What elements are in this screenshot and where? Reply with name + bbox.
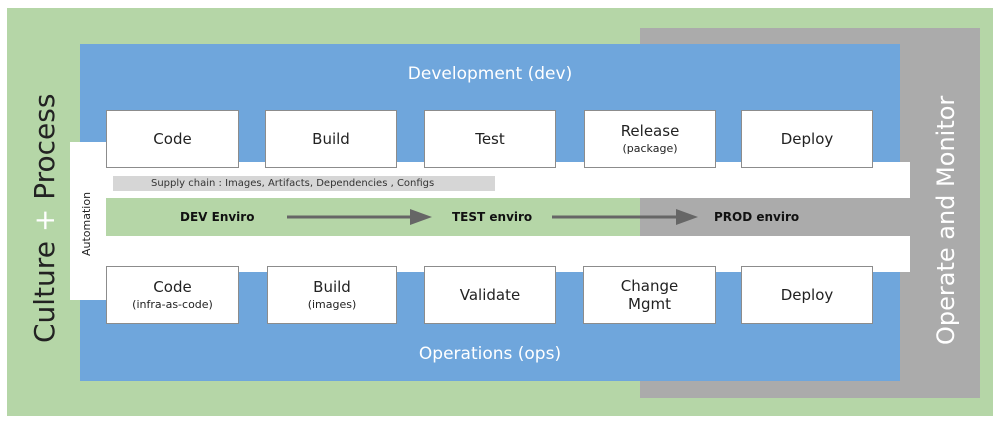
arrow-dev-to-test-head — [410, 209, 432, 225]
dev-code-box: Code — [106, 110, 239, 168]
ops-build-label: Build — [313, 278, 351, 296]
culture-process-title: Culture + Process — [28, 94, 61, 343]
dev-build-label: Build — [312, 130, 350, 148]
ops-deploy-box: Deploy — [741, 266, 873, 324]
dev-deploy-box: Deploy — [741, 110, 873, 168]
supply-chain-label: Supply chain : Images, Artifacts, Depend… — [113, 176, 495, 191]
automation-label: Automation — [80, 191, 93, 256]
ops-code-box: Code (infra-as-code) — [106, 266, 239, 324]
ops-build-box: Build (images) — [267, 266, 397, 324]
ops-change-mgmt-label: Change Mgmt — [620, 277, 679, 313]
dev-build-box: Build — [265, 110, 397, 168]
dev-title: Development (dev) — [407, 64, 573, 84]
dev-code-label: Code — [153, 130, 192, 148]
dev-release-sub: (package) — [622, 142, 678, 155]
arrow-test-to-prod-head — [676, 209, 698, 225]
env-dev-label: DEV Enviro — [180, 210, 255, 224]
ops-change-mgmt-box: Change Mgmt — [583, 266, 716, 324]
ops-code-label: Code — [153, 278, 192, 296]
ops-code-sub: (infra-as-code) — [132, 298, 213, 311]
ops-validate-label: Validate — [459, 286, 521, 304]
ops-deploy-label: Deploy — [780, 286, 834, 304]
ops-validate-box: Validate — [424, 266, 556, 324]
ops-build-sub: (images) — [307, 298, 357, 311]
env-prod-label: PROD enviro — [714, 210, 800, 224]
dev-test-box: Test — [424, 110, 556, 168]
env-test-label: TEST enviro — [452, 210, 533, 224]
operate-monitor-title: Operate and Monitor — [932, 95, 960, 345]
dev-deploy-label: Deploy — [780, 130, 834, 148]
dev-test-label: Test — [475, 130, 505, 148]
dev-release-box: Release (package) — [584, 110, 716, 168]
plus-sign: + — [28, 208, 61, 233]
culture-label: Culture — [28, 241, 61, 343]
dev-release-label: Release — [620, 122, 680, 140]
process-label: Process — [28, 93, 61, 200]
ops-title: Operations (ops) — [418, 344, 562, 364]
automation-strip — [70, 142, 106, 300]
